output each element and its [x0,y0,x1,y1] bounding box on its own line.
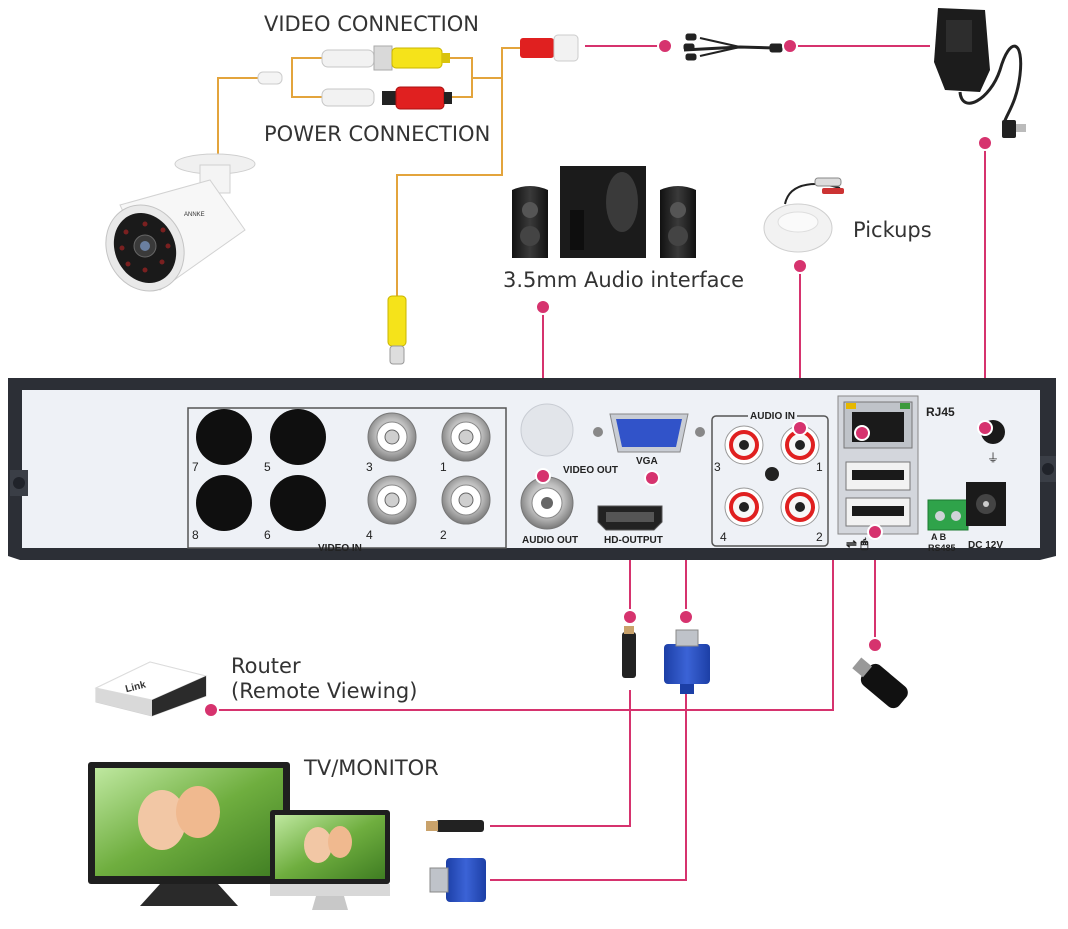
video-out-port-cover [520,403,574,457]
vga-port[interactable] [609,413,689,453]
line-hdmi-to-tv [490,690,631,827]
audio-in-port-3[interactable] [724,425,764,465]
audio-in-label: AUDIO IN [748,411,797,422]
power-plugs-icon [321,86,452,110]
computer-monitor-icon [270,810,390,910]
blank-port-5 [270,409,326,465]
usb-port-2[interactable] [845,497,911,527]
line-vga-to-monitor [490,690,687,881]
blank-port-7 [196,409,252,465]
usb-mouse-icon: ⇌ 🖱 [846,536,869,551]
svg-text:⏚: ⏚ [987,451,999,465]
video-rca-plugs-icon [321,45,450,71]
rj45-port[interactable] [843,401,913,449]
audio-interface-label: 3.5mm Audio interface [503,268,745,292]
svg-text:Link: Link [124,679,147,695]
power-adapter-icon [934,8,1026,138]
remote-viewing-label: (Remote Viewing) [231,679,418,703]
tv-monitor-label: TV/MONITOR [304,756,439,780]
cable-joint-icon [257,71,283,85]
video-port-number: 1 [440,460,447,474]
blank-port-number: 7 [192,460,199,474]
power-connection-label: POWER CONNECTION [264,122,491,146]
audio-port-number: 1 [816,460,823,474]
dc-12v-port[interactable] [966,482,1006,526]
video-port-number: 2 [440,528,447,542]
audio-in-port-1[interactable] [780,425,820,465]
video-connection-label: VIDEO CONNECTION [264,12,480,36]
bnc-port-2[interactable] [441,475,491,525]
blank-port-number: 6 [264,528,271,542]
video-port-number: 4 [366,528,373,542]
tv-monitor-icon [88,762,290,906]
connection-dots [203,38,993,718]
blank-port-8 [196,475,252,531]
video-in-label: VIDEO IN [318,543,362,554]
vga-cable-icon [664,629,710,694]
vga-label: VGA [636,456,658,467]
dc-12v-label: DC 12V [968,540,1004,551]
bnc-port-3[interactable] [367,412,417,462]
hdmi-plug-icon [426,820,484,832]
ab-label: A B [931,532,947,542]
yellow-bnc-plug-icon [387,295,407,365]
speakers-icon [512,166,696,258]
blank-port-number: 8 [192,528,199,542]
usb-dongle-icon [852,657,908,709]
hdmi-port[interactable] [597,505,663,531]
blank-port-number: 5 [264,460,271,474]
rs485-terminal[interactable] [927,499,969,531]
bnc-port-1[interactable] [441,412,491,462]
rs485-label: RS485 [928,543,956,553]
red-plug-icon [520,34,579,62]
audio-in-port-2[interactable] [780,487,820,527]
bnc-port-4[interactable] [367,475,417,525]
pickup-microphone-icon [763,177,844,253]
rj45-label: RJ45 [926,405,955,419]
audio-in-port-4[interactable] [724,487,764,527]
audio-out-port[interactable] [520,476,574,530]
hd-output-label: HD-OUTPUT [604,535,663,546]
router-icon: Link [94,661,208,717]
camera-brand-label: ANNKE [184,212,205,218]
audio-out-label: AUDIO OUT [522,535,579,546]
bullet-camera-icon [105,153,256,292]
camera-cables [217,47,520,296]
audio-port-number: 4 [720,530,727,544]
pickups-label: Pickups [853,218,932,242]
video-port-number: 3 [366,460,373,474]
usb-port-1[interactable] [845,461,911,491]
vga-plug-icon [429,858,486,902]
dvr-rear-panel: ⏚ [8,378,1056,560]
blank-port-6 [270,475,326,531]
audio-port-number: 2 [816,530,823,544]
video-out-label: VIDEO OUT [563,465,619,476]
audio-port-number: 3 [714,460,721,474]
power-splitter-icon [683,33,783,61]
router-label: Router [231,654,301,678]
hdmi-cable-icon [622,626,636,678]
